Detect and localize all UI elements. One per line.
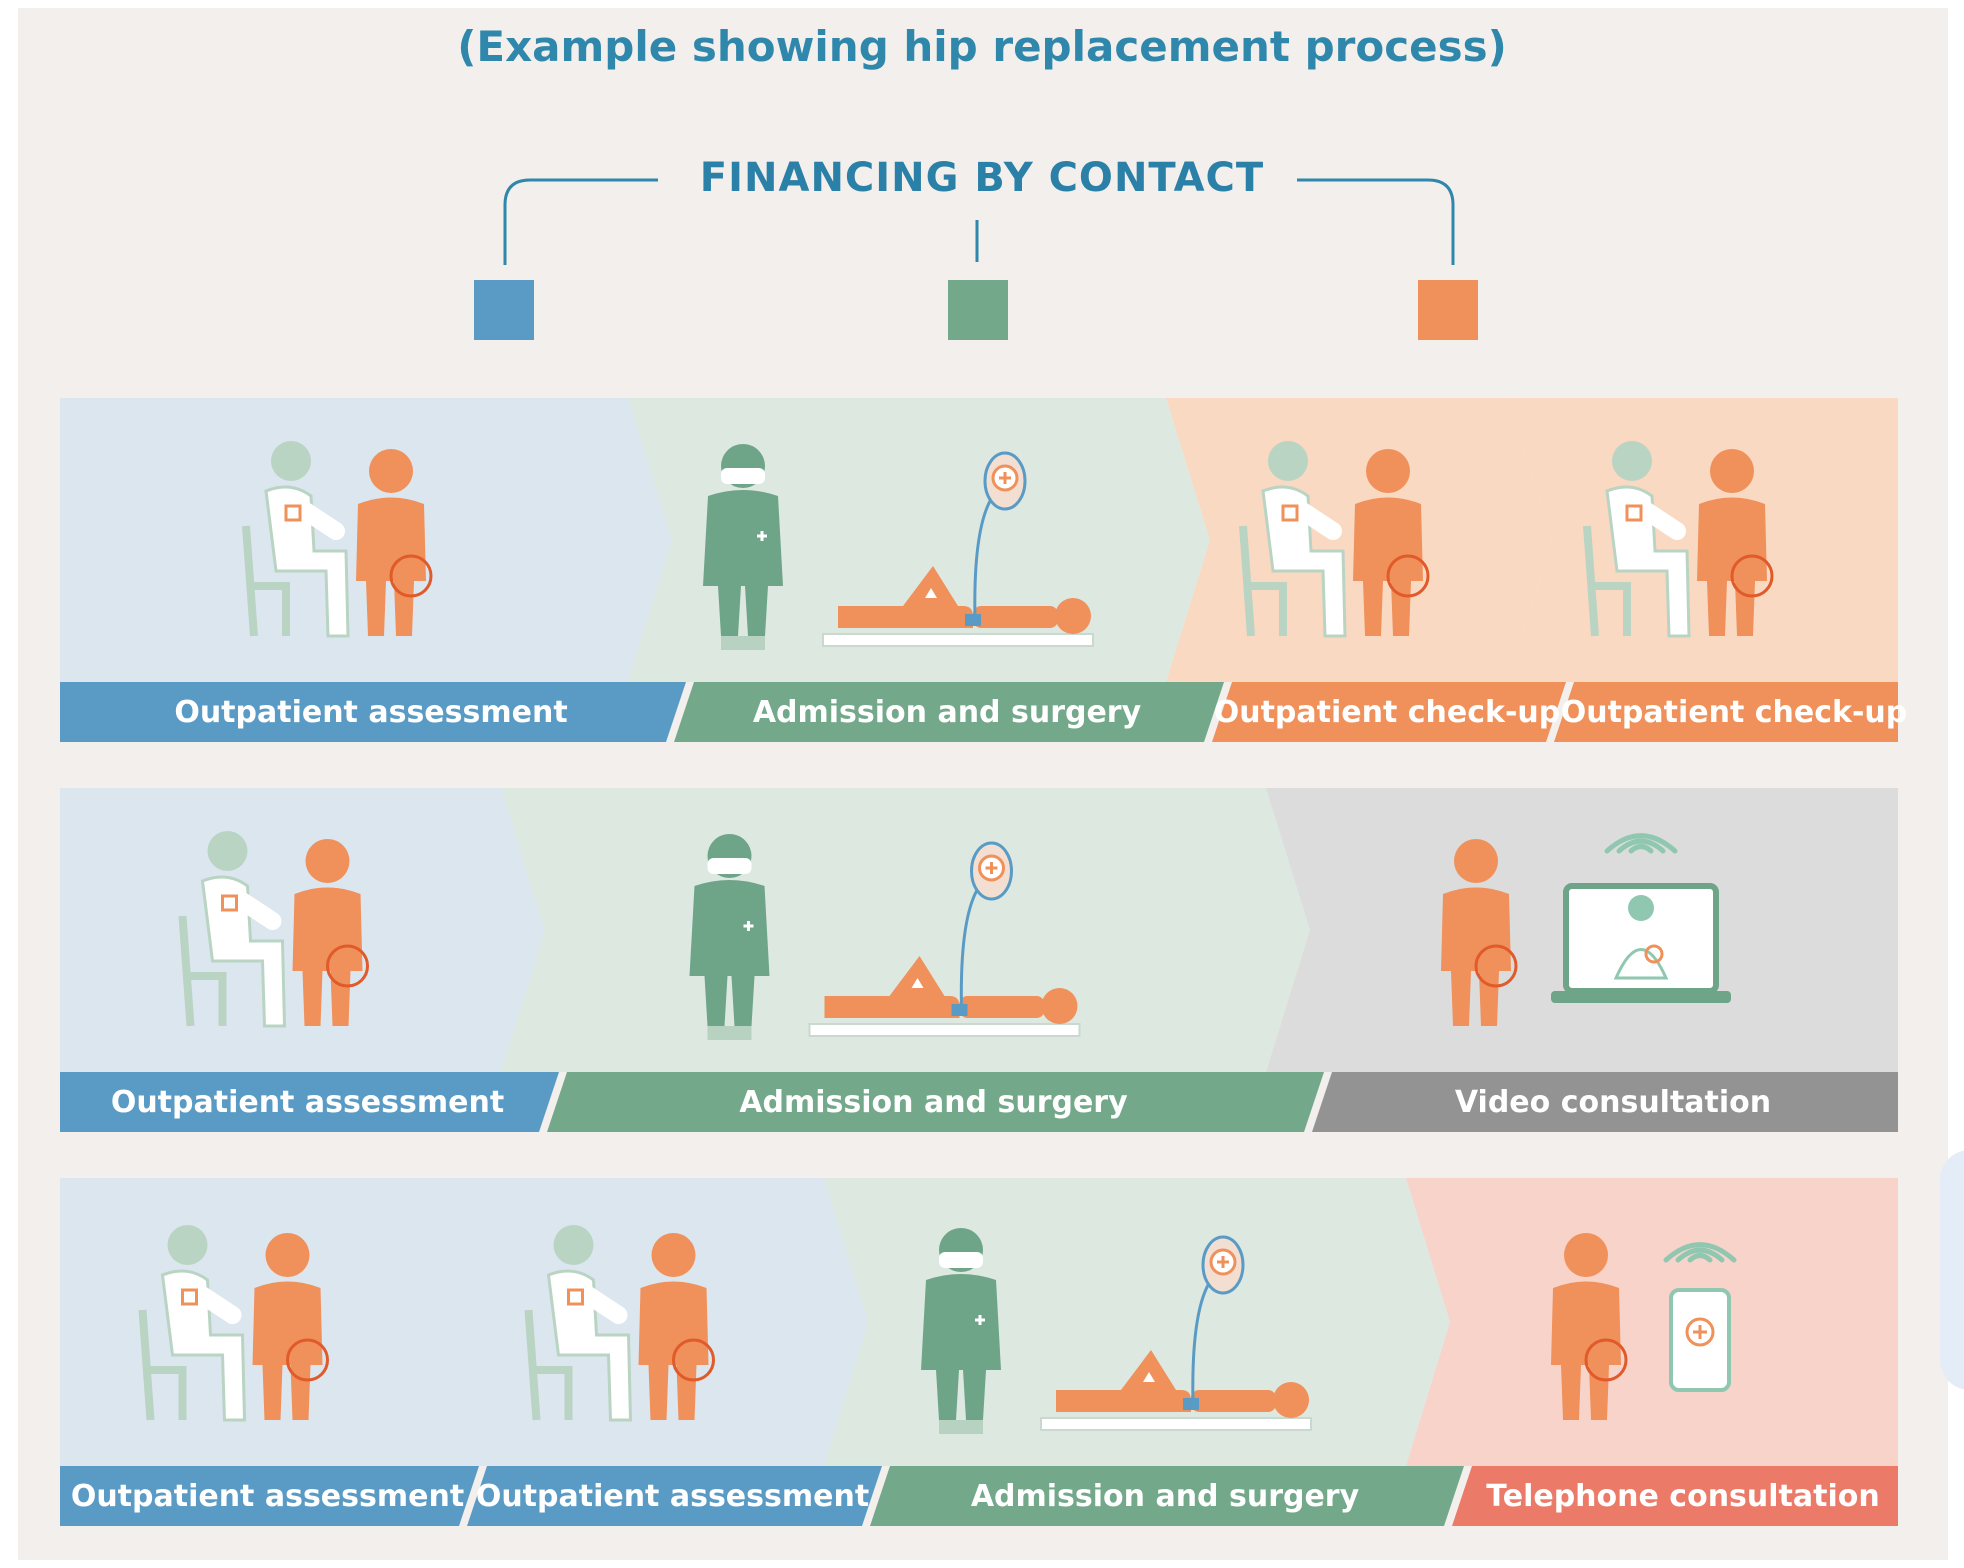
process-row-1: Outpatient assessment Admission and surge…	[60, 398, 1907, 742]
surgery-illustration	[921, 1228, 1312, 1434]
segment-label-strip	[547, 1072, 1324, 1132]
segment-label-strip	[674, 682, 1224, 742]
segment-label: Admission and surgery	[739, 1085, 1128, 1120]
segment-label: Telephone consultation	[1486, 1479, 1879, 1514]
segment-label: Admission and surgery	[753, 695, 1142, 730]
surgery-illustration	[703, 444, 1094, 650]
segment-label: Admission and surgery	[971, 1479, 1360, 1514]
assessment-illustration	[1583, 441, 1774, 638]
segment-video: Video consultation	[1266, 788, 1898, 1132]
bracket	[503, 178, 1455, 265]
process-row-3: Outpatient assessment Outpatient assessme…	[60, 1178, 1898, 1526]
process-row-2: Outpatient assessment Admission and surge…	[60, 788, 1898, 1132]
surgery-illustration	[689, 834, 1081, 1040]
segment-label: Outpatient assessment	[111, 1085, 504, 1120]
page-title: (Example showing hip replacement process…	[457, 22, 1507, 71]
legend-swatch-outpatient	[474, 280, 534, 340]
segment-label: Outpatient assessment	[174, 695, 567, 730]
segment-admission: Admission and surgery	[824, 1178, 1464, 1526]
segment-label: Outpatient assessment	[71, 1479, 464, 1514]
segment-background	[1406, 1178, 1898, 1466]
segment-label: Outpatient check-up	[1561, 695, 1908, 730]
side-decoration	[1940, 1150, 1964, 1390]
segment-admission: Admission and surgery	[501, 788, 1324, 1132]
segment-label-strip	[1554, 682, 1898, 742]
segment-background	[501, 788, 1310, 1072]
segment-label-strip	[467, 1466, 882, 1526]
phone-call-illustration	[1551, 1233, 1737, 1420]
segment-outpatient: Outpatient assessment	[60, 788, 559, 1132]
video-call-illustration	[1441, 833, 1731, 1026]
legend	[474, 280, 1478, 340]
segment-checkup: Outpatient check-up	[1166, 398, 1566, 742]
assessment-illustration	[1239, 441, 1430, 638]
segment-checkup: Outpatient check-up	[1508, 398, 1907, 742]
segment-telephone: Telephone consultation	[1406, 1178, 1898, 1526]
segment-label: Outpatient assessment	[476, 1479, 869, 1514]
segment-label-strip	[60, 1072, 559, 1132]
financing-header: FINANCING BY CONTACT	[699, 155, 1265, 201]
segment-label-strip	[60, 1466, 479, 1526]
segment-label-strip	[1312, 1072, 1898, 1132]
assessment-illustration	[242, 441, 433, 638]
legend-swatch-checkup	[1418, 280, 1478, 340]
assessment-illustration	[178, 831, 369, 1028]
assessment-illustration	[524, 1225, 715, 1422]
bracket-left	[503, 178, 658, 265]
segment-label-strip	[60, 682, 686, 742]
assessment-illustration	[138, 1225, 329, 1422]
segment-admission: Admission and surgery	[628, 398, 1224, 742]
bracket-right	[1297, 178, 1455, 265]
segment-label: Outpatient check-up	[1214, 695, 1561, 730]
legend-swatch-admission	[948, 280, 1008, 340]
segment-label-strip	[1452, 1466, 1898, 1526]
segment-label-strip	[1212, 682, 1566, 742]
segment-label: Video consultation	[1455, 1085, 1771, 1120]
segment-outpatient: Outpatient assessment	[60, 1178, 479, 1526]
segment-outpatient: Outpatient assessment	[421, 1178, 882, 1526]
segment-outpatient: Outpatient assessment	[60, 398, 686, 742]
segment-label-strip	[870, 1466, 1464, 1526]
